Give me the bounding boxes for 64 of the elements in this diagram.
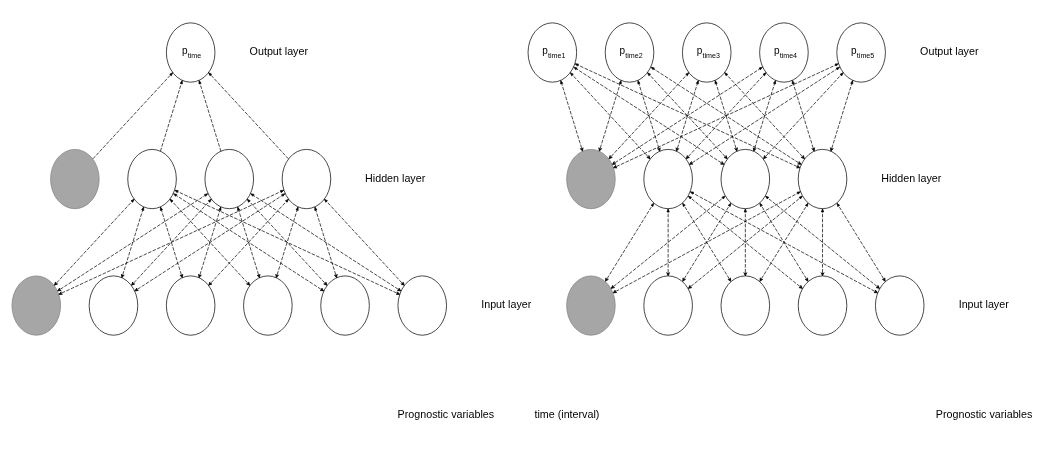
arrow xyxy=(759,202,809,282)
arrow xyxy=(198,206,222,278)
arrow xyxy=(160,79,183,152)
arrow xyxy=(836,202,886,282)
arrow xyxy=(54,198,135,286)
arrow xyxy=(160,206,184,278)
arrow xyxy=(830,79,854,152)
arrow xyxy=(173,192,324,291)
arrow xyxy=(174,189,401,295)
arrow xyxy=(647,71,728,159)
label: Hidden layer xyxy=(365,171,426,184)
label: Input layer xyxy=(958,297,1009,310)
arrow xyxy=(92,71,174,159)
arrow xyxy=(57,192,209,291)
arrow xyxy=(314,206,338,278)
arrow xyxy=(675,79,699,152)
arrow xyxy=(324,198,405,286)
arrow xyxy=(169,198,251,286)
label: Hidden layer xyxy=(881,171,942,184)
arrow xyxy=(573,66,725,165)
label: time (interval) xyxy=(534,407,600,420)
arrow xyxy=(237,206,261,278)
arrow xyxy=(574,62,801,168)
arrow xyxy=(689,190,878,293)
arrow xyxy=(666,207,670,276)
arrow xyxy=(569,71,651,159)
arrow xyxy=(689,66,840,165)
arrow xyxy=(791,79,815,152)
arrow xyxy=(246,198,328,286)
arrow xyxy=(682,202,732,282)
label: Prognostic variables xyxy=(397,407,495,420)
label: Prognostic variables xyxy=(935,407,1033,420)
arrow xyxy=(714,79,738,152)
arrow xyxy=(58,189,285,295)
arrow xyxy=(752,79,776,152)
node-circle xyxy=(50,148,100,209)
arrow xyxy=(743,207,748,276)
label: Output layer xyxy=(249,44,309,57)
arrow xyxy=(613,62,839,168)
arrow xyxy=(687,195,803,289)
arrow xyxy=(610,195,726,289)
label: Input layer xyxy=(481,297,532,310)
arrow xyxy=(650,66,802,165)
arrow xyxy=(208,71,289,159)
arrow xyxy=(134,192,286,291)
arrow xyxy=(605,202,655,282)
arrow xyxy=(724,71,805,159)
label: Output layer xyxy=(920,44,979,57)
arrow xyxy=(820,207,825,276)
arrow xyxy=(637,79,661,152)
arrow xyxy=(131,198,212,286)
arrow xyxy=(608,71,690,159)
arrow xyxy=(250,192,402,291)
arrow xyxy=(763,71,844,159)
arrow xyxy=(208,198,289,286)
arrow xyxy=(612,190,801,293)
arrow xyxy=(275,206,299,278)
arrow xyxy=(611,66,763,165)
arrow xyxy=(121,206,145,278)
arrow xyxy=(685,71,767,159)
arrow xyxy=(560,79,584,152)
arrow xyxy=(765,195,880,289)
arrow xyxy=(598,79,622,152)
arrow xyxy=(198,79,222,152)
